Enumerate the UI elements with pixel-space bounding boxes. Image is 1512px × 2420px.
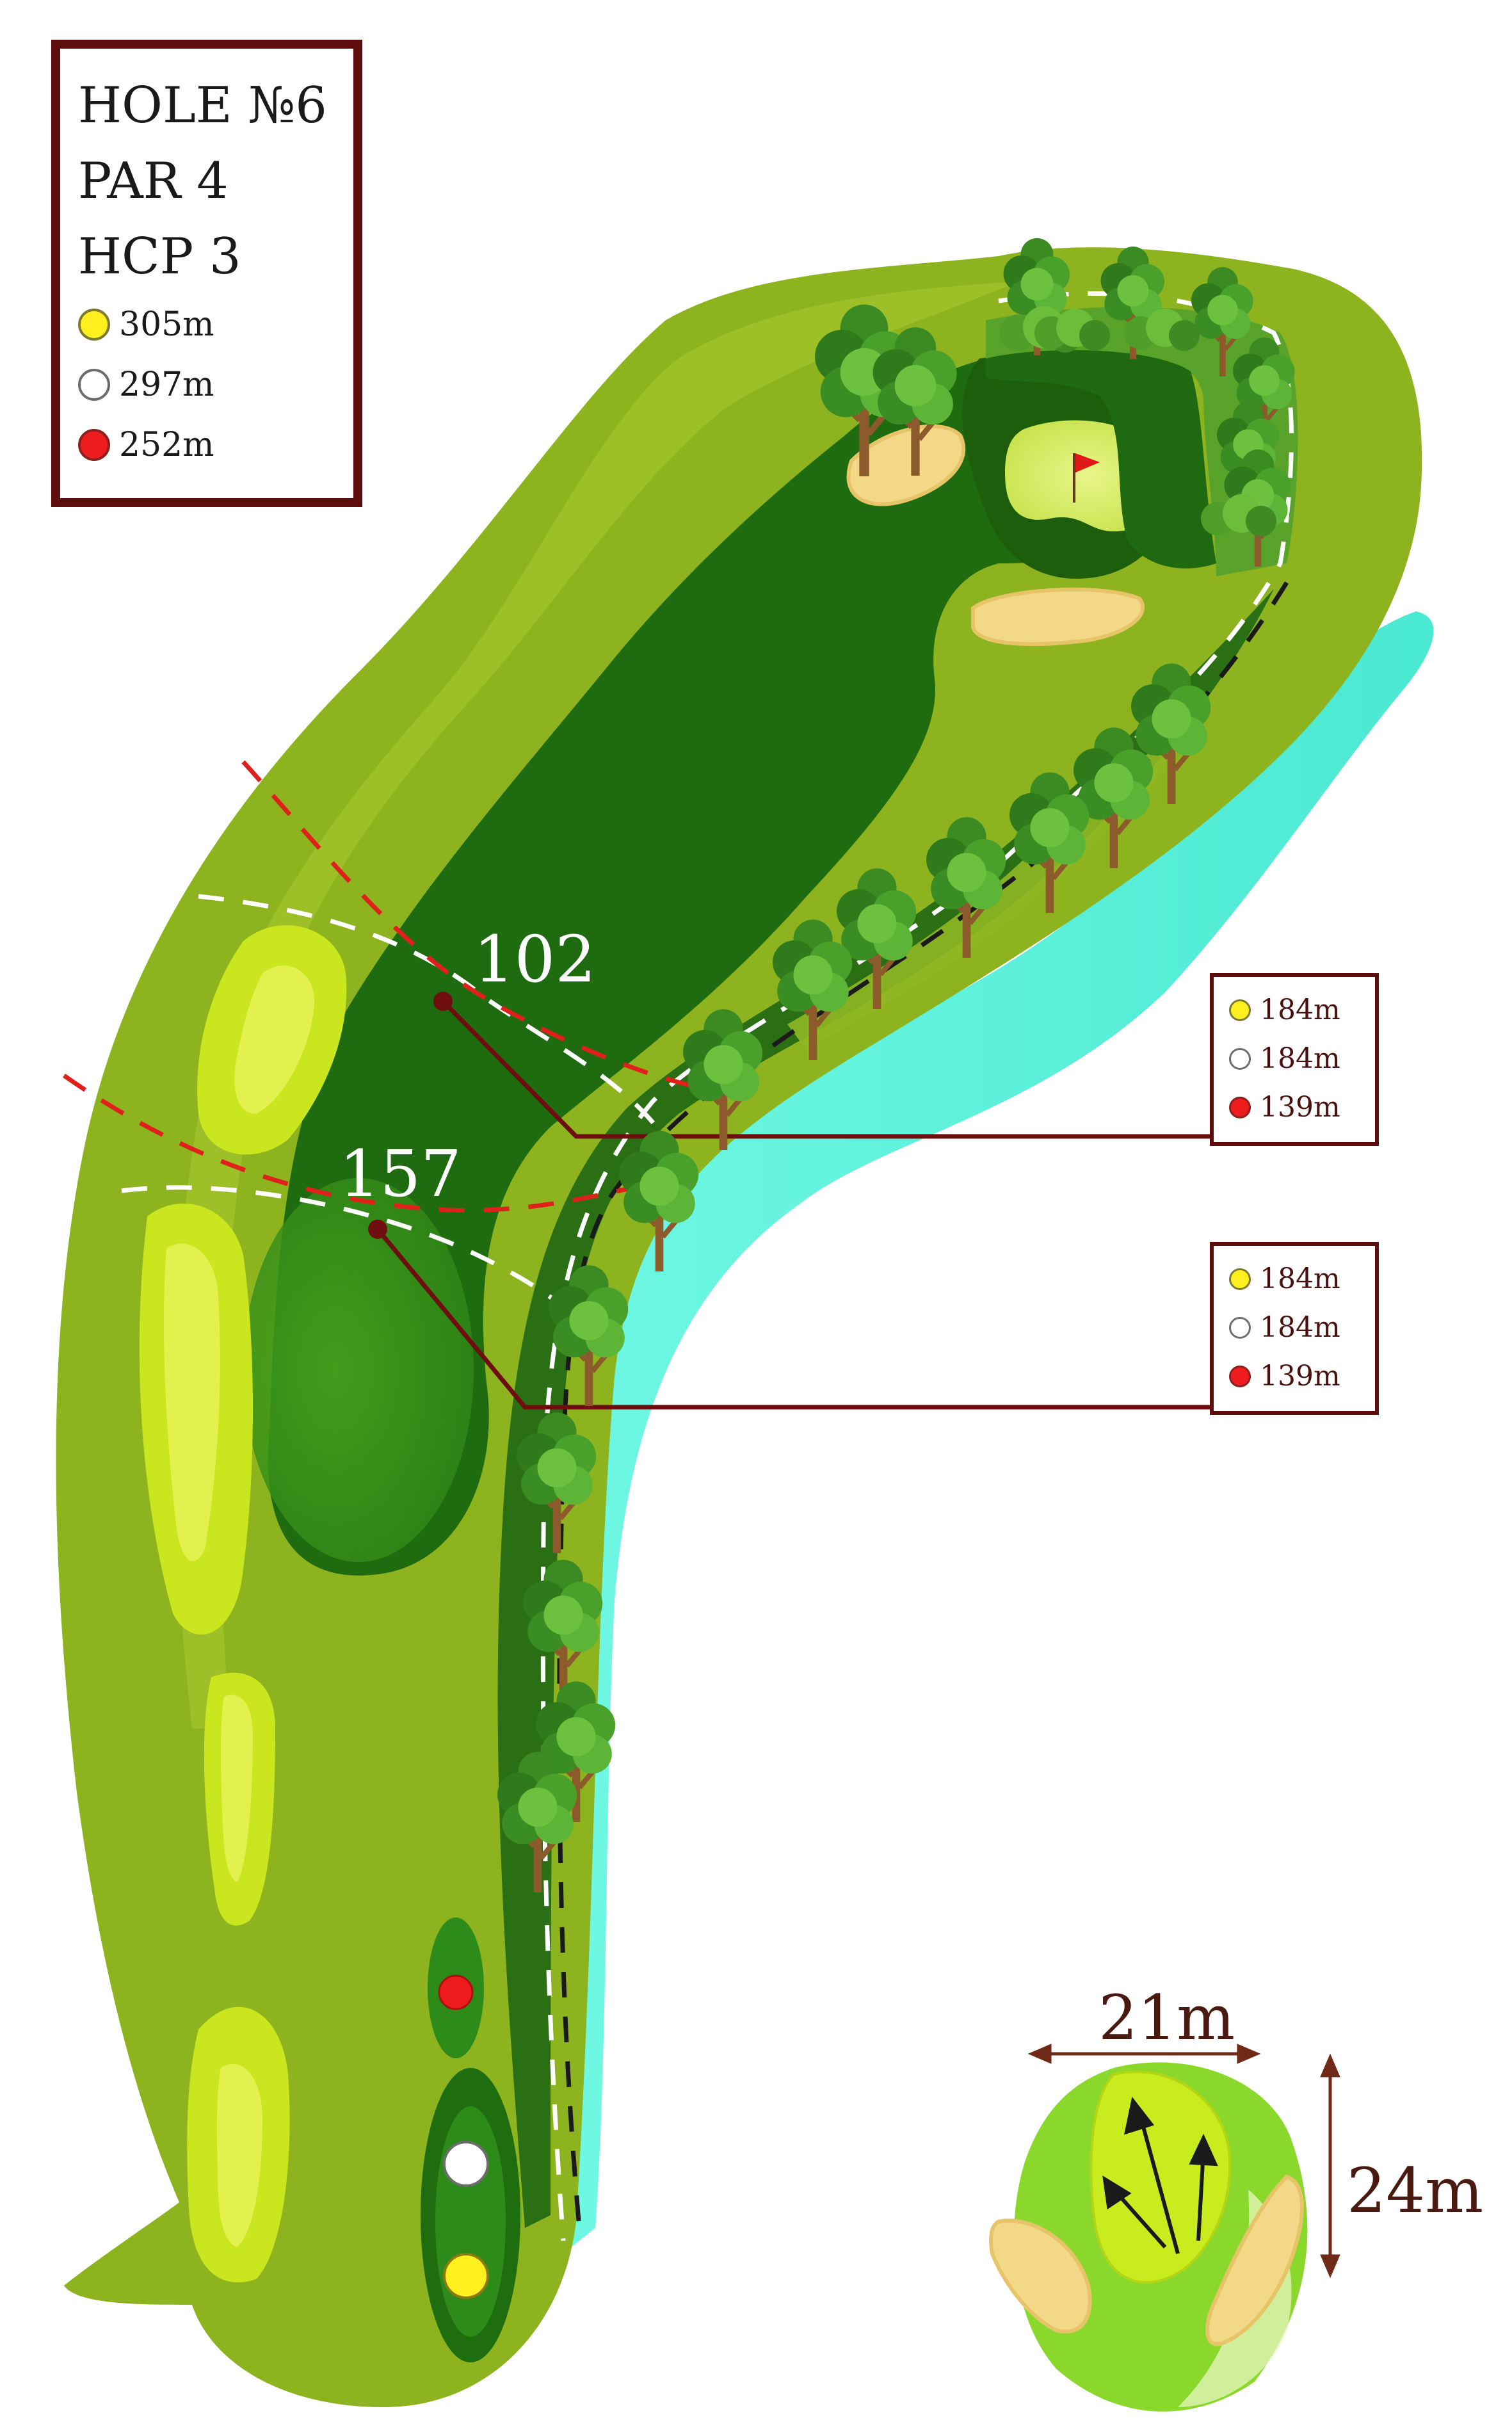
tee-distance-yellow: 305m xyxy=(78,294,353,355)
red-tee-marker xyxy=(438,1974,474,2010)
yellow-tee-marker xyxy=(443,2253,489,2299)
red-tee-icon xyxy=(1229,1366,1251,1387)
distance-box-102: 184m 184m 139m xyxy=(1210,973,1379,1146)
hole-title: HOLE №6 xyxy=(78,77,327,134)
distance-row-yellow: 184m xyxy=(1229,986,1375,1035)
dimension-arrows xyxy=(1027,2044,1340,2279)
white-tee-icon xyxy=(1229,1317,1251,1339)
fairway xyxy=(268,350,1191,1576)
yellow-tee-icon xyxy=(1229,1268,1251,1290)
marker-dot-102[interactable] xyxy=(433,992,453,1011)
out-of-bounds-line xyxy=(557,581,1289,2229)
yellow-tee-icon xyxy=(1229,999,1251,1021)
slope-arrows xyxy=(1102,2097,1218,2254)
green-detail xyxy=(989,2044,1340,2412)
bunkers xyxy=(139,424,1145,2283)
hole-par: PAR 4 xyxy=(78,152,229,210)
white-tee-icon xyxy=(1229,1048,1251,1070)
tee-boxes xyxy=(421,1917,520,2362)
hole-hcp: HCP 3 xyxy=(78,228,241,286)
marker-dot-157[interactable] xyxy=(368,1220,387,1239)
distance-row-red: 139m xyxy=(1229,1083,1375,1132)
marker-leaders xyxy=(376,999,1370,1410)
carry-line-157 xyxy=(62,1074,654,1213)
yellow-tee-icon xyxy=(78,309,110,341)
distance-row-white: 184m xyxy=(1229,1303,1375,1352)
red-tee-icon xyxy=(78,429,110,461)
red-tee-icon xyxy=(1229,1097,1251,1118)
approach-area xyxy=(243,1178,474,1562)
detail-green-surface xyxy=(1090,2070,1232,2284)
carry-line-102 xyxy=(241,760,705,1091)
green-depth-label: 24m xyxy=(1347,2155,1484,2227)
marker-label-102: 102 xyxy=(474,922,596,997)
tee-distance-white: 297m xyxy=(78,355,353,415)
tee-distance-red: 252m xyxy=(78,415,353,475)
distance-box-157: 184m 184m 139m xyxy=(1210,1242,1379,1415)
hole-info-card: HOLE №6 PAR 4 HCP 3 305m 297m 252m xyxy=(51,40,362,507)
white-tee-marker xyxy=(443,2141,489,2187)
marker-label-157: 157 xyxy=(339,1136,462,1211)
distance-row-red: 139m xyxy=(1229,1352,1375,1401)
green-width-label: 21m xyxy=(1098,1982,1235,2054)
flag-icon xyxy=(1075,453,1100,472)
white-tee-icon xyxy=(78,369,110,401)
distance-row-yellow: 184m xyxy=(1229,1255,1375,1303)
distance-row-white: 184m xyxy=(1229,1035,1375,1083)
